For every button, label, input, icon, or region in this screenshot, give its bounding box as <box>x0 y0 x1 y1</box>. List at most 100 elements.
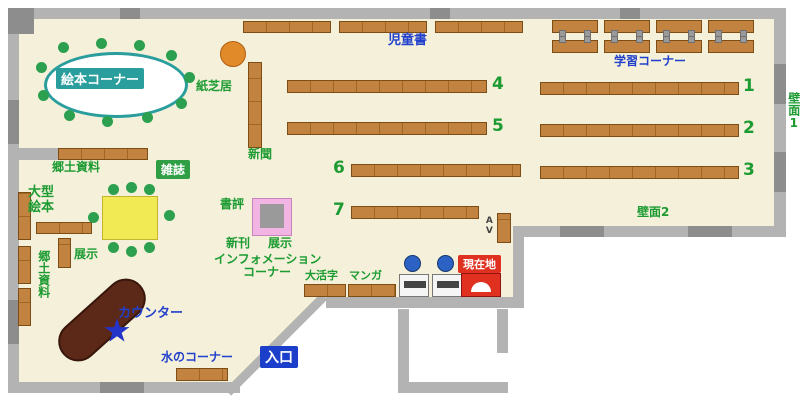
mizu-corner-label: 水のコーナー <box>161 350 234 364</box>
chair-dot <box>126 246 137 257</box>
wall-column <box>774 152 786 192</box>
tenji-center-label: 展示 <box>268 236 293 250</box>
chair-dot <box>64 110 75 121</box>
chair <box>688 36 695 43</box>
counter-label: カウンター <box>118 306 184 321</box>
entrance-label: 入口 <box>260 346 298 368</box>
wall-entry-corridor-bottom <box>398 382 508 393</box>
ogata-ehon-shelf-2 <box>36 222 92 234</box>
jidosho-label: 児童書 <box>388 33 428 48</box>
genzaichi-label: 現在地 <box>458 255 501 273</box>
top-shelf <box>435 21 523 33</box>
wall-column <box>8 8 34 34</box>
shinkan-label: 新刊 <box>226 236 251 250</box>
ogata-ehon-label: 大型絵本 <box>28 185 55 215</box>
wall-column <box>8 100 19 144</box>
chair-dot <box>126 182 137 193</box>
wall-entry-corridor-left <box>398 309 409 393</box>
chair <box>584 36 591 43</box>
stack-number-4: 4 <box>492 74 504 94</box>
wall-column <box>100 382 144 393</box>
chair-dot <box>184 72 195 83</box>
genzaichi-marker-arc <box>471 282 491 292</box>
chair <box>559 36 566 43</box>
study-desk <box>656 36 702 53</box>
chair-dot <box>176 98 187 109</box>
wall-column <box>430 8 450 19</box>
kyodo-shiryo-side-label: 郷土資料 <box>36 250 51 298</box>
exhibit-stand-top <box>260 204 284 228</box>
kyodo-shiryo-side-shelf <box>18 288 31 326</box>
kyodo-shiryo-top-label: 郷土資料 <box>52 160 101 174</box>
stack-shelf-4 <box>287 80 487 93</box>
wall-right <box>774 8 786 237</box>
mizu-corner-shelf <box>176 368 228 381</box>
chair <box>740 36 747 43</box>
stack-shelf-3 <box>540 166 739 179</box>
wall-column <box>620 8 640 19</box>
stack-number-3: 3 <box>743 160 755 180</box>
wall-column <box>120 8 140 19</box>
chair-dot <box>164 210 175 221</box>
wall-hall-bottom <box>524 226 786 237</box>
tenji-shelf <box>58 238 71 268</box>
tenji-left-label: 展示 <box>74 247 99 261</box>
shohyo-label: 書評 <box>220 197 245 211</box>
information-corner-label: コーナー <box>243 265 292 279</box>
chair-dot <box>166 50 177 61</box>
wall-column <box>774 64 786 104</box>
ehon-corner-label: 絵本コーナー <box>56 68 145 89</box>
zasshi-label: 雑誌 <box>156 160 191 179</box>
chair-dot <box>144 242 155 253</box>
opac-machine <box>432 274 462 297</box>
stack-shelf-7 <box>351 206 479 219</box>
chair <box>611 36 618 43</box>
study-desk <box>604 36 650 53</box>
study-desk <box>552 20 598 37</box>
wall-top <box>8 8 786 19</box>
chair <box>715 36 722 43</box>
machine-slot <box>404 281 426 288</box>
study-desk <box>708 36 754 53</box>
av-label: AV <box>484 216 495 236</box>
daikatsuji-label: 大活字 <box>305 269 338 282</box>
hekimen2-label: 壁面2 <box>637 205 670 219</box>
opac-machine-light <box>437 255 454 272</box>
study-desk <box>604 20 650 37</box>
floor-lower-strip <box>19 228 513 298</box>
machine-slot <box>437 281 459 288</box>
kamishibai-round-table <box>220 41 246 67</box>
chair <box>636 36 643 43</box>
stack-shelf-2 <box>540 124 739 137</box>
chair-dot <box>142 112 153 123</box>
wall-strip-bottom <box>326 297 524 308</box>
chair-dot <box>102 116 113 127</box>
stack-shelf-6 <box>351 164 521 177</box>
chair-dot <box>38 90 49 101</box>
kyodo-shiryo-side-shelf <box>18 246 31 284</box>
ogata-ehon-shelf <box>18 192 31 240</box>
gakushu-corner-label: 学習コーナー <box>614 54 687 68</box>
wall-column <box>688 226 732 237</box>
study-desk <box>708 20 754 37</box>
information-label: インフォメーション <box>214 252 322 266</box>
opac-machine-light <box>404 255 421 272</box>
chair-dot <box>144 184 155 195</box>
stack-shelf-5 <box>287 122 487 135</box>
chair-dot <box>96 38 107 49</box>
kamishibai-shelf <box>248 62 262 148</box>
wall-column <box>560 226 604 237</box>
stack-shelf-1 <box>540 82 739 95</box>
study-desk <box>552 36 598 53</box>
top-shelf <box>243 21 331 33</box>
chair-dot <box>108 242 119 253</box>
wall-strip-right <box>513 226 524 308</box>
stack-number-5: 5 <box>492 116 504 136</box>
stack-number-1: 1 <box>743 76 755 96</box>
wall-ehon-alcove <box>8 148 58 160</box>
stack-number-6: 6 <box>333 158 345 178</box>
reading-table <box>102 196 158 240</box>
opac-machine <box>399 274 429 297</box>
chair <box>663 36 670 43</box>
